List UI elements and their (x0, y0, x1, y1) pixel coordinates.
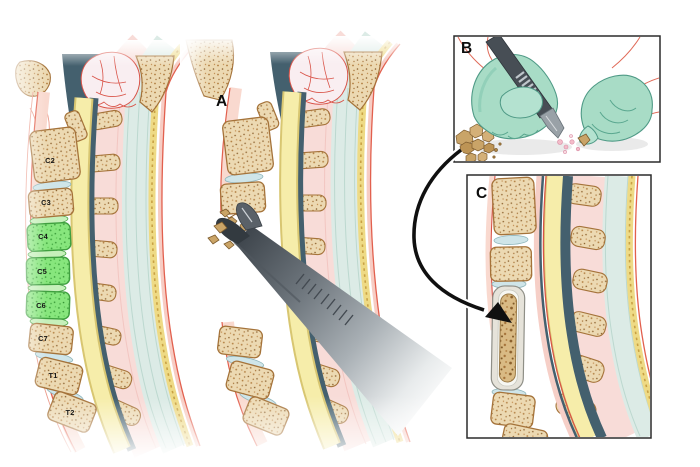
packed-graft-bone (498, 293, 518, 383)
right-gloved-hand (580, 74, 653, 142)
left-thumb (499, 86, 543, 119)
scalpel-blade (539, 107, 565, 139)
graft-transfer-arrow (409, 146, 512, 323)
held-bone-chip (577, 133, 591, 147)
vertebra-c7 (216, 325, 264, 359)
panel-label-a: A (216, 93, 227, 110)
occipital-bone (343, 51, 383, 111)
vertebral-bodies (216, 101, 290, 436)
vertebra-label-c3: C3 (41, 198, 51, 207)
occipital-bone (135, 55, 175, 113)
bone-graft-strut (490, 285, 526, 391)
tissue-morsels (557, 134, 581, 154)
vertebral-bodies (489, 176, 549, 437)
arrowhead (485, 302, 512, 323)
skin-outline (161, 47, 201, 447)
vertebra-label-c5: C5 (37, 267, 47, 276)
bone-chip-pile (455, 123, 502, 161)
resected-bone-chips (207, 208, 235, 250)
vertebra-label-c7: C7 (38, 334, 48, 343)
vertebra-label-c2: C2 (45, 156, 55, 165)
vertebra-label-t2: T2 (65, 408, 74, 417)
rongeur-instrument (207, 202, 452, 436)
vertebra-label-c6: C6 (36, 301, 46, 310)
vertebra-label-t1: T1 (48, 371, 57, 380)
spinal-cord (544, 176, 598, 437)
vertebra-label-c4: C4 (38, 232, 49, 241)
panel-label-b: B (461, 40, 472, 57)
vertebra-t1 (225, 360, 275, 400)
panel-label-c: C (476, 185, 487, 202)
preop-spine-panel: C2 C3 C4 C5 C6 C7 T1 T2 (0, 34, 212, 460)
corpectomy-spine-panel: A (180, 30, 455, 466)
rongeur-serrations (295, 273, 354, 326)
vertebra-c2 (222, 116, 274, 176)
panel-b-frame: B (453, 35, 661, 163)
